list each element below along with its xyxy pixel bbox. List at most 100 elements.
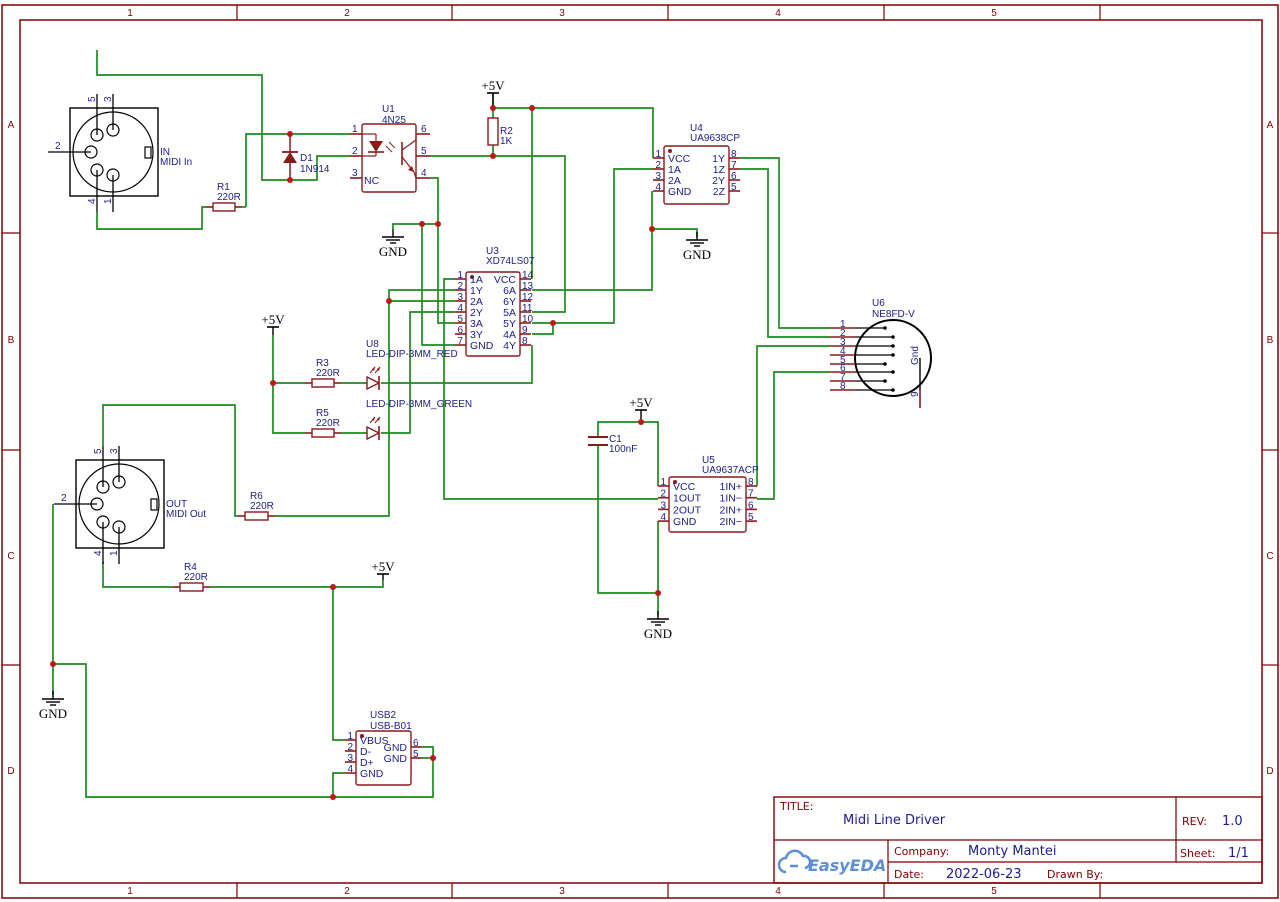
row-label: A — [8, 120, 15, 131]
pin-number: 5 — [457, 314, 463, 325]
r6-value: 220R — [250, 501, 274, 512]
pin-number: 5 — [731, 182, 737, 193]
u6-value: NE8FD-V — [872, 309, 915, 320]
led-arrowhead — [377, 367, 380, 371]
column-label: 1 — [127, 886, 133, 897]
opto-arrow — [385, 145, 393, 153]
pin-number: 1 — [655, 149, 661, 160]
pin-name: 1IN+ — [720, 481, 742, 493]
pin-number: 14 — [522, 270, 534, 281]
din-key-notch — [150, 498, 158, 511]
resistor-body — [179, 582, 204, 592]
pin-name: 1Z — [713, 164, 726, 176]
pin-number: 6 — [421, 124, 427, 135]
pin-number: 8 — [840, 381, 846, 392]
column-label: 3 — [559, 886, 565, 897]
pin-number: 5 — [421, 146, 427, 157]
vcc-label: +5V — [629, 395, 653, 410]
pin-number: 1 — [457, 270, 463, 281]
resistor-body — [244, 511, 269, 521]
xlr-pin-dot — [891, 353, 895, 357]
pin-name: NC — [364, 175, 380, 187]
junction-dot — [550, 320, 556, 326]
junction-dot — [638, 419, 644, 425]
pin-number: 3 — [352, 168, 358, 179]
rev-label: REV: — [1182, 815, 1207, 828]
junction-dot — [490, 105, 496, 111]
r4-value: 220R — [184, 572, 208, 583]
wire — [430, 177, 455, 324]
pin-name: VCC — [673, 481, 696, 493]
pin-number: 4 — [87, 198, 98, 204]
wire — [272, 335, 305, 434]
pin-name: GND — [668, 186, 692, 198]
pin-number: 3 — [655, 171, 661, 182]
r4-ref: R4 — [184, 562, 197, 573]
pin-number: 1 — [352, 124, 358, 135]
u1-ref: U1 — [382, 104, 395, 115]
c1-value: 100nF — [609, 444, 637, 455]
pin-number: 4 — [655, 182, 661, 193]
pin-number: 4 — [421, 168, 427, 179]
column-label: 4 — [775, 886, 781, 897]
r6-ref: R6 — [250, 491, 263, 502]
u5-value: UA9637ACP — [702, 465, 759, 476]
junction-dot — [490, 153, 496, 159]
pin-name: 2OUT — [673, 504, 702, 516]
pin-name: 2Y — [712, 175, 725, 187]
xlr-pin-dot — [883, 362, 887, 366]
pin-number: 8 — [731, 149, 737, 160]
junction-dot — [287, 131, 293, 137]
u1-value: 4N25 — [382, 115, 406, 126]
pin-number: 5 — [93, 448, 104, 454]
u3-ref: U3 — [486, 246, 499, 257]
pin-number: 2 — [352, 146, 358, 157]
pin-number: 6 — [731, 171, 737, 182]
sheet-title: Midi Line Driver — [843, 813, 946, 828]
u6-ref: U6 — [872, 298, 885, 309]
vcc-label: +5V — [261, 312, 285, 327]
easyeda-logo-icon — [777, 849, 812, 874]
u4-value: UA9638CP — [690, 133, 740, 144]
pin-number: 1 — [347, 731, 353, 742]
date-label: Date: — [894, 868, 924, 881]
resistor-body — [311, 378, 335, 388]
opto-arrow — [388, 141, 396, 149]
pin-name: GND — [673, 516, 697, 528]
pin-number: 7 — [748, 489, 754, 500]
led-triangle — [366, 425, 381, 441]
pin-number: 6 — [457, 325, 463, 336]
pin-number: 1 — [103, 198, 114, 204]
wire — [430, 155, 566, 313]
wire — [740, 157, 830, 329]
wire — [532, 191, 653, 291]
pin-name: GND — [384, 753, 408, 765]
usb2-value: USB-B01 — [370, 721, 412, 732]
row-label: A — [1267, 120, 1274, 131]
din-key-notch — [144, 146, 152, 159]
column-label: 4 — [775, 8, 781, 19]
connector-name: OUT — [166, 499, 187, 510]
title-label: TITLE: — [779, 800, 813, 813]
pin1-marker — [673, 480, 677, 484]
pin-name: 3Y — [470, 329, 483, 341]
xlr-pin-dot — [883, 326, 887, 330]
pin-number: 7 — [840, 372, 846, 383]
row-label: D — [1266, 766, 1273, 777]
ic-body — [668, 476, 747, 533]
pin-name: VCC — [494, 274, 517, 286]
pin-number: 13 — [522, 281, 534, 292]
r5-value: 220R — [316, 418, 340, 429]
junction-dot — [435, 221, 441, 227]
column-label: 2 — [344, 8, 350, 19]
column-label: 5 — [991, 886, 997, 897]
pin-number: 6 — [840, 363, 846, 374]
wire — [245, 133, 350, 207]
sheet-label: Sheet: — [1180, 847, 1216, 860]
u4-ref: U4 — [690, 123, 703, 134]
wire — [53, 663, 434, 798]
wire — [332, 772, 345, 797]
junction-dot — [529, 105, 535, 111]
pin-number: 1 — [660, 477, 666, 488]
gnd-label: GND — [644, 626, 672, 641]
